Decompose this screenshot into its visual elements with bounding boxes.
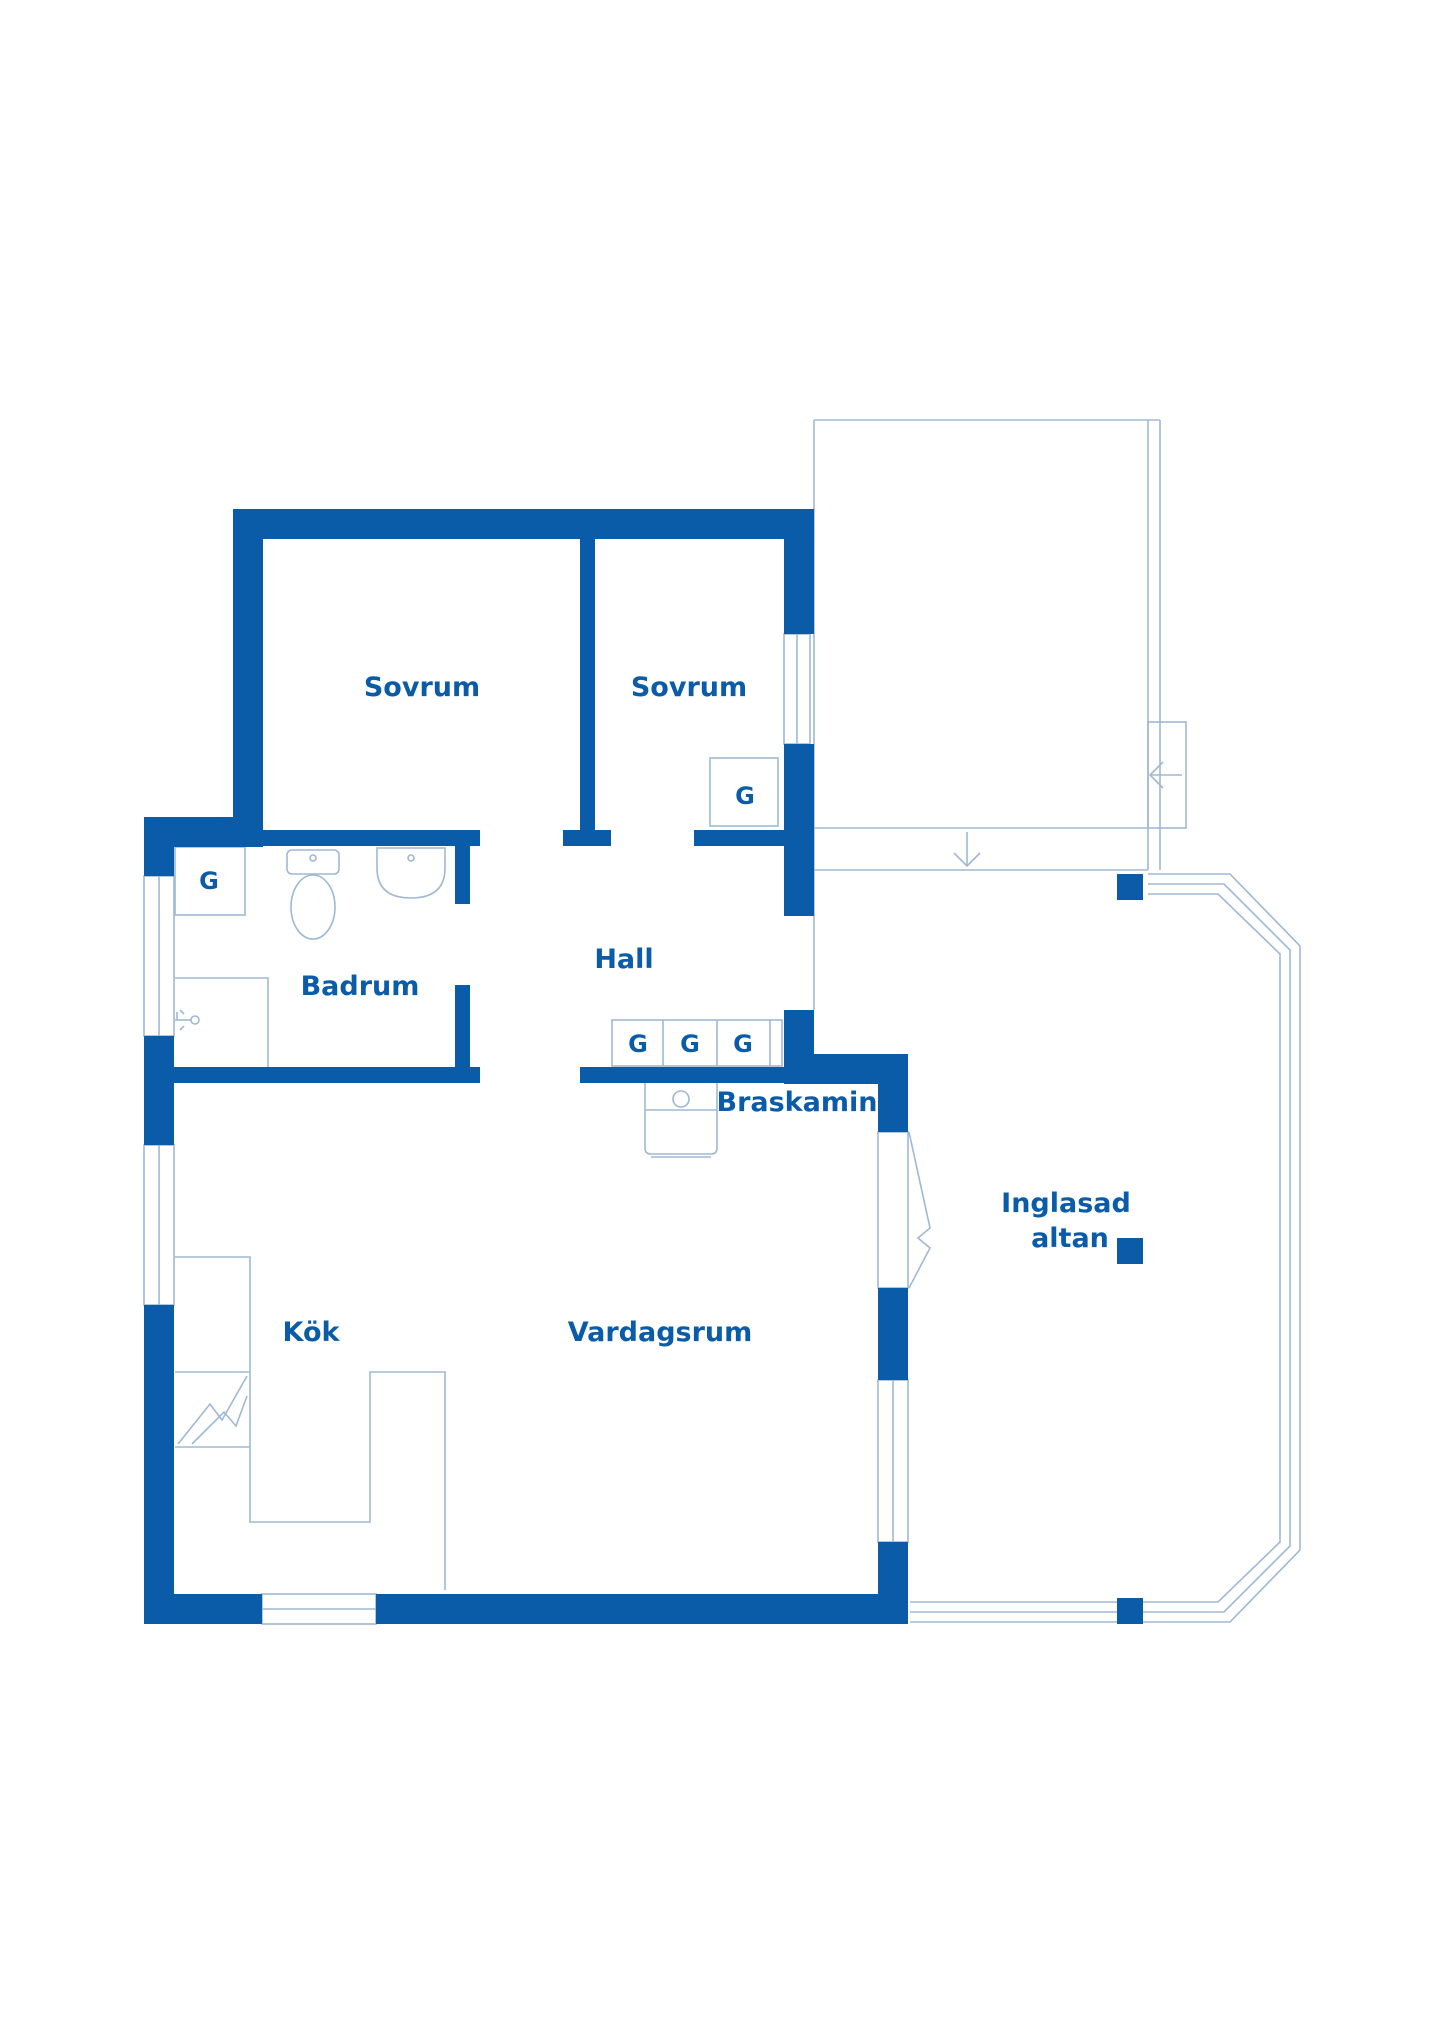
room-label-kok: Kök: [283, 1317, 341, 1348]
wardrobe-label-sovrum: G: [735, 782, 755, 810]
room-label-sovrum-right: Sovrum: [631, 672, 747, 703]
carport-outline: [813, 419, 1187, 1010]
room-label-altan-line1: Inglasad: [1001, 1188, 1131, 1219]
wardrobe-hall: [611, 1019, 783, 1067]
walls: [144, 509, 1143, 1624]
fireplace-icon: [644, 1075, 718, 1158]
arrow-down-icon: [953, 832, 981, 868]
room-label-hall: Hall: [594, 944, 653, 975]
kitchen-counter: [175, 1256, 446, 1590]
wardrobe-label-badrum: G: [199, 867, 219, 895]
room-label-altan-line2: altan: [1031, 1223, 1109, 1254]
windows: [143, 633, 909, 1625]
wardrobe-sovrum: [709, 757, 779, 827]
wardrobe-label-hall-1: G: [628, 1030, 648, 1058]
wardrobe-label-hall-2: G: [680, 1030, 700, 1058]
room-label-vardagsrum: Vardagsrum: [568, 1317, 753, 1348]
room-label-badrum: Badrum: [301, 971, 420, 1002]
wardrobe-label-hall-3: G: [733, 1030, 753, 1058]
door-leaf: [908, 1131, 932, 1289]
room-label-sovrum-left: Sovrum: [364, 672, 480, 703]
arrow-left-icon: [1148, 761, 1182, 789]
shower-icon: [175, 1009, 200, 1031]
glazed-porch-outline: [910, 873, 1301, 1623]
label-braskamin: Braskamin: [717, 1087, 878, 1118]
